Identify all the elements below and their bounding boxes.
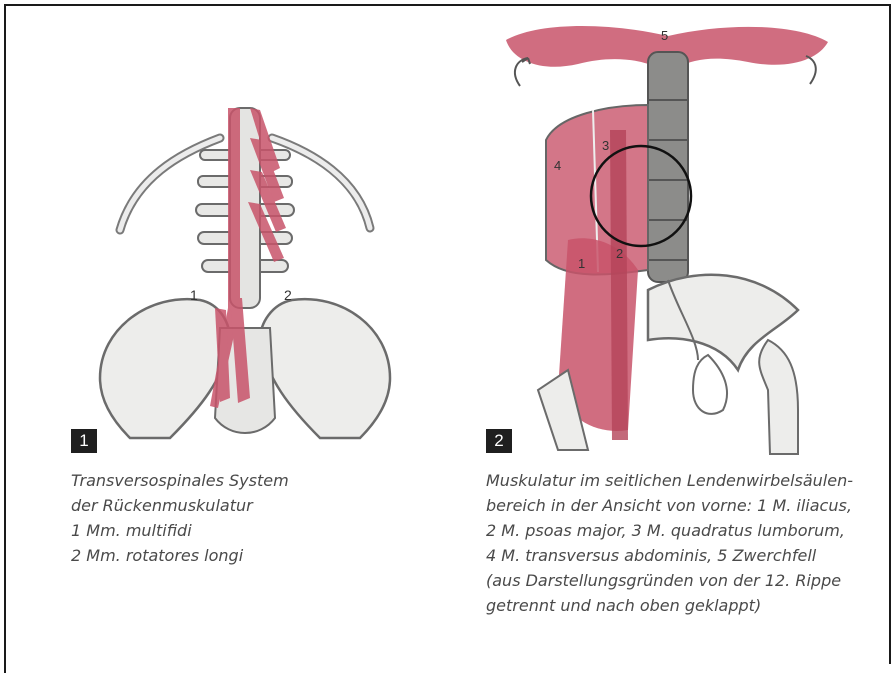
caption-line: (aus Darstellungsgründen von der 12. Rip… <box>486 568 853 593</box>
frame-right-border <box>889 4 891 664</box>
figure-2-label-1: 1 <box>578 256 585 271</box>
figure-2-caption: Muskulatur im seitlichen Lendenwirbelsäu… <box>486 468 853 618</box>
caption-line: 2 Mm. rotatores longi <box>71 543 289 568</box>
figure-1-number-badge: 1 <box>71 429 97 453</box>
figure-2-label-5: 5 <box>661 28 668 43</box>
caption-line: Transversospinales System <box>71 468 289 493</box>
caption-line: Muskulatur im seitlichen Lendenwirbelsäu… <box>486 468 853 493</box>
figure-2-label-3: 3 <box>602 138 609 153</box>
frame-left-border <box>4 4 6 673</box>
figure-1-illustration: 1 2 <box>80 78 410 456</box>
figure-2-number-badge: 2 <box>486 429 512 453</box>
frame-top-border <box>4 4 891 6</box>
lumbar-muscle-drawing: 5 4 3 2 1 <box>498 10 834 456</box>
caption-line: getrennt und nach oben geklappt) <box>486 593 853 618</box>
figure-1-label-2: 2 <box>284 287 292 303</box>
figure-1-label-1: 1 <box>190 287 198 303</box>
figure-2-illustration: 5 4 3 2 1 <box>498 10 834 456</box>
figure-2-label-4: 4 <box>554 158 561 173</box>
figure-2-label-2: 2 <box>616 246 623 261</box>
caption-line: der Rückenmuskulatur <box>71 493 289 518</box>
back-muscle-drawing: 1 2 <box>80 78 410 456</box>
figure-1-caption: Transversospinales System der Rückenmusk… <box>71 468 289 568</box>
caption-line: 2 M. psoas major, 3 M. quadratus lumboru… <box>486 518 853 543</box>
caption-line: bereich in der Ansicht von vorne: 1 M. i… <box>486 493 853 518</box>
caption-line: 1 Mm. multifidi <box>71 518 289 543</box>
caption-line: 4 M. transversus abdominis, 5 Zwerchfell <box>486 543 853 568</box>
